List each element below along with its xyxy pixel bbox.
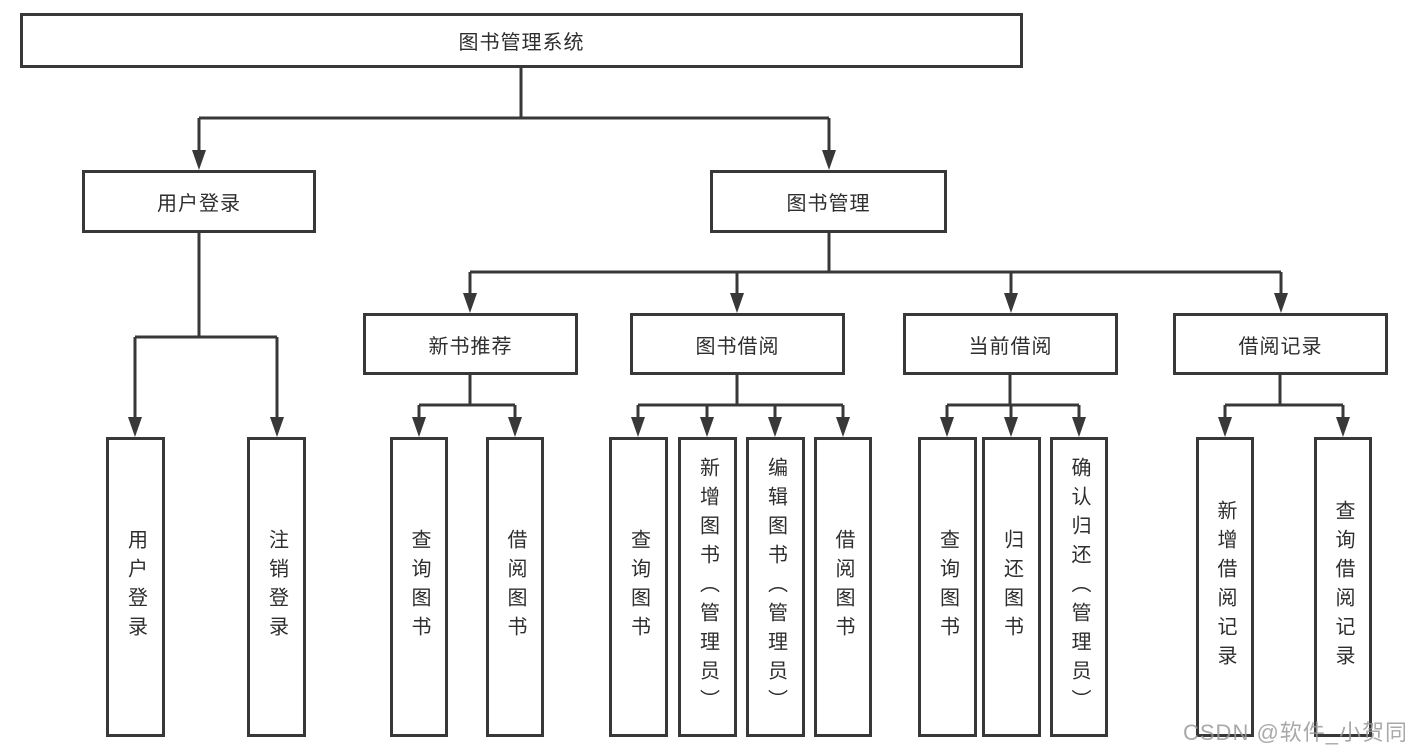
arrowhead bbox=[412, 417, 426, 437]
arrowhead bbox=[768, 417, 782, 437]
node-current-borrow: 当前借阅 bbox=[903, 313, 1118, 375]
arrowhead bbox=[192, 150, 206, 170]
leaf-query-books-recommend: 查询图书 bbox=[390, 437, 448, 737]
node-label: 借阅记录 bbox=[1238, 335, 1323, 358]
node-book-management-system: 图书管理系统 bbox=[20, 13, 1023, 68]
node-label: 新书推荐 bbox=[428, 335, 513, 358]
node-label: 新增图书（管理员） bbox=[696, 456, 719, 718]
arrowhead bbox=[1072, 417, 1086, 437]
node-label: 注销登录 bbox=[265, 529, 288, 645]
node-label: 编辑图书（管理员） bbox=[764, 456, 787, 718]
node-new-book-recommend: 新书推荐 bbox=[363, 313, 578, 375]
node-label: 当前借阅 bbox=[968, 335, 1053, 358]
leaf-query-books-current: 查询图书 bbox=[918, 437, 977, 737]
arrowhead bbox=[463, 293, 477, 313]
arrowhead bbox=[700, 417, 714, 437]
leaf-borrow-books: 借阅图书 bbox=[814, 437, 872, 737]
leaf-confirm-return-admin: 确认归还（管理员） bbox=[1050, 437, 1108, 737]
connector-book-borrow-children bbox=[631, 375, 850, 437]
leaf-add-borrow-record: 新增借阅记录 bbox=[1196, 437, 1254, 737]
leaf-borrow-books-recommend: 借阅图书 bbox=[486, 437, 544, 737]
leaf-user-login: 用户登录 bbox=[106, 437, 165, 737]
csdn-watermark: CSDN @软件_小贺同学 bbox=[1183, 720, 1405, 745]
leaf-logout: 注销登录 bbox=[247, 437, 306, 737]
arrowhead bbox=[940, 417, 954, 437]
node-label: 查询图书 bbox=[627, 529, 650, 645]
connector-current-borrow-children bbox=[940, 375, 1086, 437]
arrowhead bbox=[270, 417, 284, 437]
node-label: 图书管理 bbox=[786, 193, 871, 215]
node-label: 查询图书 bbox=[936, 529, 959, 645]
arrowhead bbox=[1218, 417, 1232, 437]
node-user-login: 用户登录 bbox=[82, 170, 316, 233]
arrowhead bbox=[730, 293, 744, 313]
leaf-add-books-admin: 新增图书（管理员） bbox=[678, 437, 737, 737]
node-label: 确认归还（管理员） bbox=[1068, 456, 1090, 718]
connector-new-book-recommend-children bbox=[412, 375, 522, 437]
arrowhead bbox=[631, 417, 645, 437]
arrowhead bbox=[822, 150, 836, 170]
node-label: 图书管理系统 bbox=[458, 32, 585, 54]
node-label: 借阅图书 bbox=[504, 529, 526, 645]
node-label: 借阅图书 bbox=[832, 529, 854, 645]
node-label: 新增借阅记录 bbox=[1214, 500, 1236, 674]
arrowhead bbox=[836, 417, 850, 437]
leaf-query-books-borrow: 查询图书 bbox=[609, 437, 668, 737]
node-label: 用户登录 bbox=[157, 193, 241, 215]
connector-borrow-records-children bbox=[1218, 375, 1350, 437]
node-label: 用户登录 bbox=[124, 529, 147, 645]
arrowhead bbox=[128, 417, 142, 437]
leaf-edit-books-admin: 编辑图书（管理员） bbox=[746, 437, 805, 737]
connector-root-to-level2 bbox=[192, 68, 836, 170]
arrowhead bbox=[1004, 293, 1018, 313]
arrowhead bbox=[508, 417, 522, 437]
node-label: 图书借阅 bbox=[695, 335, 780, 358]
node-book-borrow: 图书借阅 bbox=[630, 313, 845, 375]
arrowhead bbox=[1274, 293, 1288, 313]
arrowhead bbox=[1004, 417, 1018, 437]
node-label: 查询借阅记录 bbox=[1332, 500, 1354, 674]
node-book-management: 图书管理 bbox=[710, 170, 947, 233]
connector-user-login-children bbox=[128, 233, 284, 437]
node-label: 查询图书 bbox=[408, 529, 430, 645]
node-borrow-records: 借阅记录 bbox=[1173, 313, 1388, 375]
leaf-return-books: 归还图书 bbox=[982, 437, 1041, 737]
arrowhead bbox=[1336, 417, 1350, 437]
connector-book-management-children bbox=[463, 233, 1288, 313]
leaf-query-borrow-record: 查询借阅记录 bbox=[1314, 437, 1372, 737]
node-label: 归还图书 bbox=[1000, 529, 1023, 645]
